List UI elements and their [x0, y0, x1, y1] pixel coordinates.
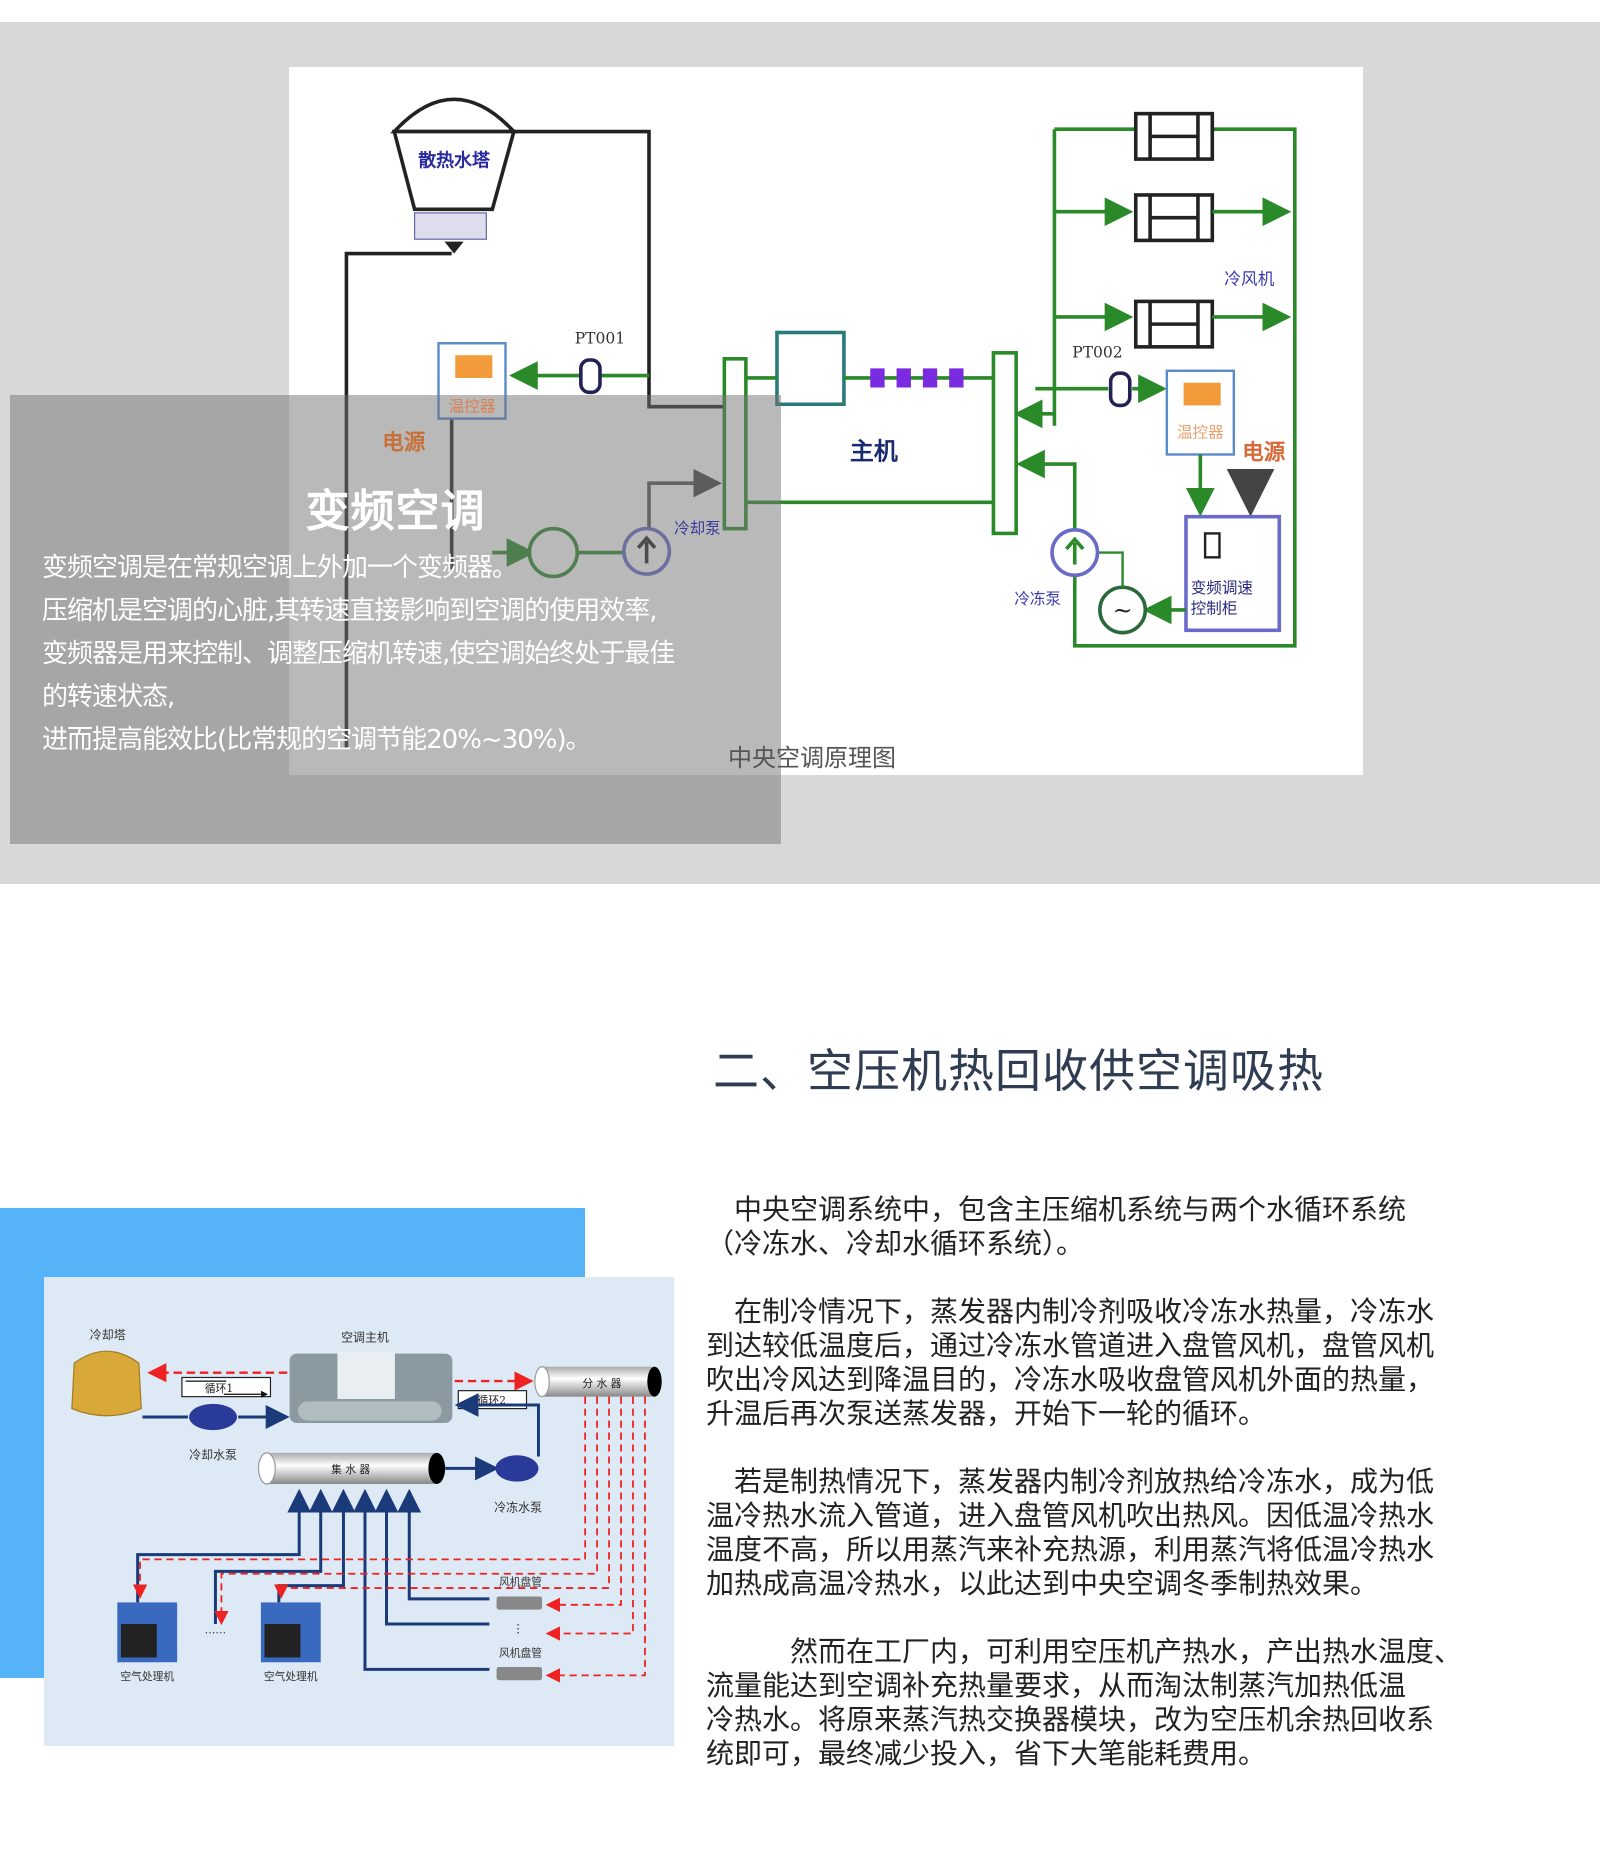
vfd-cabinet-label: 变频调速: [1191, 579, 1253, 597]
overlay-line: 变频器是用来控制、调整压缩机转速,使空调始终处于最佳: [42, 639, 675, 669]
hvac-water-loop-diagram: 冷却塔 空调主机 循环1 冷却水泵 循环2 分 水 器 集 水 器 冷冻水泵 空…: [44, 1277, 674, 1746]
collector-label: 集 水 器: [331, 1463, 370, 1476]
pt001-sensor-icon: [579, 358, 602, 395]
air-handler-icon: [260, 1602, 321, 1663]
text-line: 吹出冷风达到降温目的，冷冻水吸收盘管风机外面的热量，: [706, 1363, 1435, 1396]
overlay-line: 变频空调是在常规空调上外加一个变频器。: [42, 553, 518, 583]
pt002-sensor-icon: [1108, 371, 1132, 408]
loop1-label: 循环1: [205, 1382, 233, 1395]
overlay-line: 进而提高能效比(比常规的空调节能20%~30%)。: [42, 725, 592, 755]
text-line: 到达较低温度后，通过冷冻水管道进入盘管风机，盘管风机: [706, 1329, 1435, 1362]
pt001-label: PT001: [575, 329, 625, 347]
fan-coil-units: [1133, 111, 1215, 349]
motor-icon-right: [1098, 585, 1148, 635]
text-line: 升温后再次泵送蒸发器，开始下一轮的循环。: [706, 1397, 1267, 1430]
text-line: 在制冷情况下，蒸发器内制冷剂吸收冷冻水热量，冷冻水: [706, 1295, 1435, 1328]
paragraph: 中央空调系统中，包含主压缩机系统与两个水循环系统 （冷冻水、冷却水循环系统）。: [706, 1193, 1586, 1261]
text-line: 然而在工厂内，可利用空压机产热水，产出热水温度、: [706, 1635, 1463, 1668]
overlay-line: 的转速状态,: [42, 682, 175, 712]
paragraph: 在制冷情况下，蒸发器内制冷剂吸收冷冻水热量，冷冻水 到达较低温度后，通过冷冻水管…: [706, 1295, 1586, 1431]
chiller-label: 空调主机: [341, 1331, 389, 1345]
vertical-ellipsis: ⋮: [512, 1621, 524, 1635]
ahu-label: 空气处理机: [264, 1670, 318, 1683]
text-line: 中央空调系统中，包含主压缩机系统与两个水循环系统: [706, 1193, 1407, 1226]
cooling-water-pump-icon: [189, 1403, 237, 1431]
ahu-label: 空气处理机: [120, 1670, 174, 1683]
text-line: 统即可，最终减少投入，省下大笔能耗费用。: [706, 1737, 1267, 1770]
vfd-ac-info-overlay: 变频空调 变频空调是在常规空调上外加一个变频器。 压缩机是空调的心脏,其转速直接…: [10, 395, 781, 844]
air-handler-icon: [117, 1602, 178, 1663]
vfd-cabinet-label: 控制柜: [1191, 600, 1238, 618]
compressor-box: [775, 330, 846, 407]
water-collector-icon: [257, 1452, 446, 1485]
paragraph: 若是制热情况下，蒸发器内制冷剂放热给冷冻水，成为低 温冷热水流入管道，进入盘管风…: [706, 1465, 1586, 1601]
main-unit-label: 主机: [850, 437, 898, 465]
text-line: 温度不高，所以用蒸汽来补充热源，利用蒸汽将低温冷热水: [706, 1533, 1435, 1566]
tower-label: 散热水塔: [418, 149, 491, 171]
text-line: 流量能达到空调补充热量要求，从而淘汰制蒸汽加热低温: [706, 1669, 1407, 1702]
cooling-pump-label: 冷却水泵: [189, 1448, 237, 1462]
text-line: 加热成高温冷热水，以此达到中央空调冬季制热效果。: [706, 1567, 1379, 1600]
cooling-tower-label: 冷却塔: [90, 1328, 126, 1342]
chilled-water-pump-icon: [495, 1455, 539, 1482]
chiller-icon: [289, 1351, 453, 1423]
overlay-line: 压缩机是空调的心脏,其转速直接影响到空调的使用效率,: [42, 596, 658, 626]
text-line: 冷热水。将原来蒸汽热交换器模块，改为空压机余热回收系: [706, 1703, 1435, 1736]
chilled-pump-label: 冷冻泵: [1014, 590, 1061, 608]
power-label-right: 电源: [1242, 440, 1286, 465]
fcu-label: 风机盘管: [499, 1646, 542, 1659]
text-line: 温冷热水流入管道，进入盘管风机吹出热风。因低温冷热水: [706, 1499, 1435, 1532]
distributor-label: 分 水 器: [582, 1377, 621, 1390]
water-distributor-icon: [534, 1366, 662, 1398]
text-line: 若是制热情况下，蒸发器内制冷剂放热给冷冻水，成为低: [706, 1465, 1435, 1498]
thermostat-label: 温控器: [1177, 424, 1224, 442]
ellipsis-label: ……: [205, 1624, 227, 1637]
diagram-caption: 中央空调原理图: [728, 744, 896, 772]
overlay-title: 变频空调: [305, 486, 486, 537]
chilled-pump-label: 冷冻水泵: [494, 1500, 542, 1515]
svg-text:~: ~: [1113, 596, 1133, 624]
fan-unit-label: 冷风机: [1224, 269, 1274, 289]
article-body: 中央空调系统中，包含主压缩机系统与两个水循环系统 （冷冻水、冷却水循环系统）。 …: [706, 1193, 1586, 1805]
paragraph: 然而在工厂内，可利用空压机产热水，产出热水温度、 流量能达到空调补充热量要求，从…: [706, 1635, 1586, 1771]
cooling-tower-icon: [390, 97, 518, 254]
overlay-body: 变频空调是在常规空调上外加一个变频器。 压缩机是空调的心脏,其转速直接影响到空调…: [42, 547, 675, 762]
vfd-cabinet: [1184, 514, 1282, 633]
pt002-label: PT002: [1072, 344, 1122, 362]
fan-coil-icon: [496, 1667, 543, 1681]
section-heading: 二、空压机热回收供空调吸热: [713, 1044, 1324, 1098]
fcu-label: 风机盘管: [499, 1576, 542, 1589]
fan-coil-icon: [496, 1596, 543, 1610]
cooling-tower-icon: [71, 1350, 142, 1417]
text-line: （冷冻水、冷却水循环系统）。: [706, 1227, 1085, 1260]
